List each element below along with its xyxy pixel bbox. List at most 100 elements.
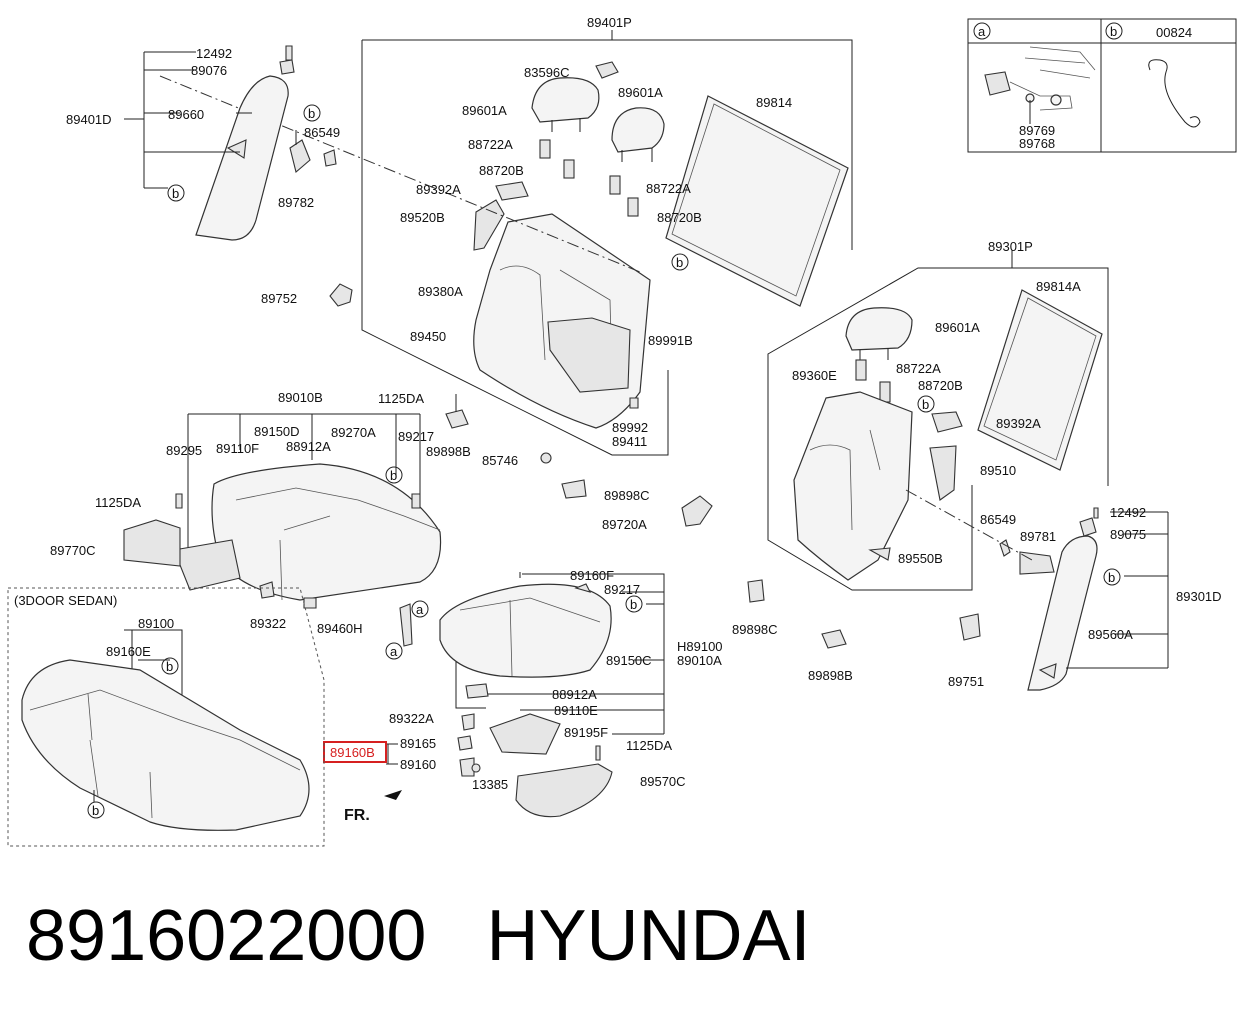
part-89510: 89510	[980, 463, 1016, 478]
part-89401D: 89401D	[66, 112, 112, 127]
callout-a-label: a	[978, 24, 986, 39]
part-89301P: 89301P	[988, 239, 1033, 254]
part-89570C: 89570C	[640, 774, 686, 789]
callout-b-icon	[625, 595, 643, 613]
part-89411: 89411	[612, 434, 647, 449]
wire-clip-icon	[1148, 59, 1201, 128]
part-89770C: 89770C	[50, 543, 96, 558]
part-88720B: 88720B	[918, 378, 963, 393]
callout-b-label: b	[1108, 570, 1115, 585]
part-89392A: 89392A	[416, 182, 461, 197]
part-89270A: 89270A	[331, 425, 376, 440]
part-89401P: 89401P	[587, 15, 632, 30]
seatback-frame-icon	[793, 391, 913, 581]
part-89660: 89660	[168, 107, 204, 122]
part-89360E: 89360E	[792, 368, 837, 383]
part-88722A: 88722A	[468, 137, 513, 152]
part-89768: 89768	[1019, 136, 1055, 151]
part-89010B: 89010B	[278, 390, 323, 405]
part-88722A: 88722A	[896, 361, 941, 376]
seat-cushion-right: b	[439, 572, 665, 818]
front-direction-label: FR.	[344, 807, 370, 824]
callout-a-label: a	[416, 602, 424, 617]
part-89520B: 89520B	[400, 210, 445, 225]
part-89110E: 89110E	[554, 703, 598, 718]
part-89160F: 89160F	[570, 568, 614, 583]
part-89898C: 89898C	[732, 622, 778, 637]
callout-b-icon	[385, 466, 403, 484]
part-89392A: 89392A	[996, 416, 1041, 431]
part-89295: 89295	[166, 443, 202, 458]
callout-b-label: b	[166, 659, 173, 674]
callout-b-label: b	[922, 397, 929, 412]
part-83596C: 83596C	[524, 65, 570, 80]
callout-b-icon	[303, 104, 321, 122]
seat-hinge-bracket-icon	[984, 71, 1011, 96]
part-89165: 89165	[400, 736, 436, 751]
legend-inset: a b 00824 89769 89768	[967, 18, 1237, 153]
part-88720B: 88720B	[479, 163, 524, 178]
callout-b-label: b	[92, 803, 99, 818]
part-89991B: 89991B	[648, 333, 693, 348]
highlighted-part-group	[323, 741, 398, 765]
variant-label: (3DOOR SEDAN)	[14, 593, 117, 608]
sedan-variant-box: b b	[7, 587, 402, 847]
part-86549: 86549	[304, 125, 340, 140]
seatback-assembly-right: b b b	[671, 250, 1169, 691]
part-89150D: 89150D	[254, 424, 300, 439]
part-89992: 89992	[612, 420, 648, 435]
part-89075: 89075	[1110, 527, 1146, 542]
part-H89100: H89100	[677, 639, 723, 654]
seat-cushion-icon	[21, 659, 310, 831]
part-89752: 89752	[261, 291, 297, 306]
part-89550B: 89550B	[898, 551, 943, 566]
part-89814: 89814	[756, 95, 792, 110]
seat-cover-icon	[123, 519, 181, 567]
callout-b-icon	[1103, 568, 1121, 586]
part-number-brand-title: 8916022000 HYUNDAI	[26, 896, 811, 976]
part-89322A: 89322A	[389, 711, 434, 726]
part-89150C: 89150C	[606, 653, 652, 668]
part-88912A: 88912A	[552, 687, 597, 702]
part-89460H: 89460H	[317, 621, 363, 636]
part-89217: 89217	[604, 582, 640, 597]
part-89601A: 89601A	[618, 85, 663, 100]
part-1125DA: 1125DA	[626, 738, 672, 753]
part-89010A: 89010A	[677, 653, 722, 668]
part-86549: 86549	[980, 512, 1016, 527]
seat-cover-icon	[515, 763, 613, 818]
callout-b-icon	[167, 184, 185, 202]
part-12492: 12492	[1110, 505, 1146, 520]
part-89100: 89100	[138, 616, 174, 631]
part-89195F: 89195F	[564, 725, 608, 740]
part-labels: 12492 89076 89401D 89660 86549 89782 897…	[14, 46, 1222, 824]
part-85746: 85746	[482, 453, 518, 468]
callout-b-label: b	[172, 186, 179, 201]
part-88912A: 88912A	[286, 439, 331, 454]
part-89781: 89781	[1020, 529, 1056, 544]
part-1125DA: 1125DA	[378, 391, 424, 406]
side-bolster-icon	[195, 75, 289, 241]
callout-a-icon	[385, 642, 403, 660]
callout-b-icon	[1105, 22, 1123, 40]
part-89076: 89076	[191, 63, 227, 78]
brackets-misc	[445, 394, 981, 649]
callout-b-label: b	[1110, 24, 1117, 39]
callout-b-icon	[161, 657, 179, 675]
part-12492: 12492	[196, 46, 232, 61]
part-89322: 89322	[250, 616, 286, 631]
headrest-icon	[531, 77, 600, 123]
part-13385: 13385	[472, 777, 508, 792]
part-89898C: 89898C	[604, 488, 650, 503]
part-1125DA: 1125DA	[95, 495, 141, 510]
seat-cushion-icon	[439, 583, 612, 678]
side-bolster-icon	[1027, 535, 1098, 691]
part-89814A: 89814A	[1036, 279, 1081, 294]
part-88720B: 88720B	[657, 210, 702, 225]
part-89601A: 89601A	[462, 103, 507, 118]
callout-a-icon	[411, 600, 429, 618]
part-88722A: 88722A	[646, 181, 691, 196]
part-89560A: 89560A	[1088, 627, 1133, 642]
part-00824: 00824	[1156, 25, 1192, 40]
seat-cushion-icon	[211, 463, 442, 601]
